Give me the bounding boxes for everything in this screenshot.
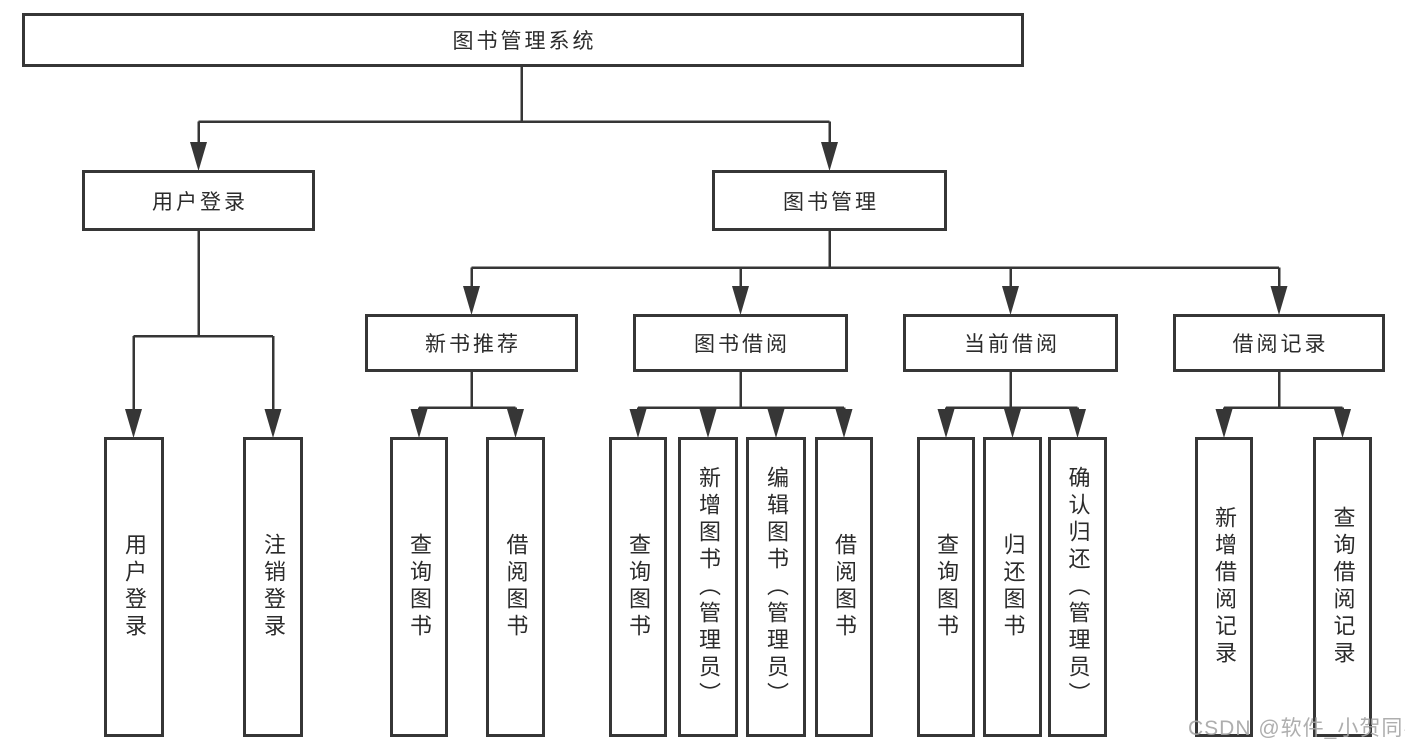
connector-bookmgmt-to-level3 — [463, 231, 1288, 315]
node-query-borrow-record: 查询借阅记录 — [1313, 437, 1372, 737]
connector-borrow-to-leaves — [629, 372, 853, 438]
node-borrow-books-leaf: 借阅图书 — [815, 437, 873, 737]
node-add-borrow-record: 新增借阅记录 — [1195, 437, 1253, 737]
node-book-management: 图书管理 — [712, 170, 947, 231]
node-user-login: 用户登录 — [82, 170, 315, 231]
node-add-book-admin: 新增图书（管理员） — [678, 437, 738, 737]
node-query-books-recommend: 查询图书 — [390, 437, 448, 737]
node-new-book-recommend: 新书推荐 — [365, 314, 578, 372]
connector-recommend-to-leaves — [410, 372, 524, 438]
node-library-system: 图书管理系统 — [22, 13, 1024, 67]
node-user-login-leaf: 用户登录 — [104, 437, 164, 737]
node-edit-book-admin: 编辑图书（管理员） — [746, 437, 806, 737]
connector-root-to-level2 — [190, 67, 838, 171]
node-query-books-current: 查询图书 — [917, 437, 975, 737]
node-logout: 注销登录 — [243, 437, 303, 737]
node-query-books-borrow: 查询图书 — [609, 437, 667, 737]
connector-userlogin-to-leaves — [125, 231, 282, 438]
node-borrow-books-recommend: 借阅图书 — [486, 437, 545, 737]
node-confirm-return-admin: 确认归还（管理员） — [1048, 437, 1107, 737]
node-borrow-records: 借阅记录 — [1173, 314, 1385, 372]
node-return-book: 归还图书 — [983, 437, 1042, 737]
node-current-borrow: 当前借阅 — [903, 314, 1118, 372]
connector-current-to-leaves — [937, 372, 1086, 438]
node-book-borrow: 图书借阅 — [633, 314, 848, 372]
watermark-text: CSDN @软件_小贺同学 — [1188, 717, 1405, 740]
connector-records-to-leaves — [1215, 372, 1351, 438]
